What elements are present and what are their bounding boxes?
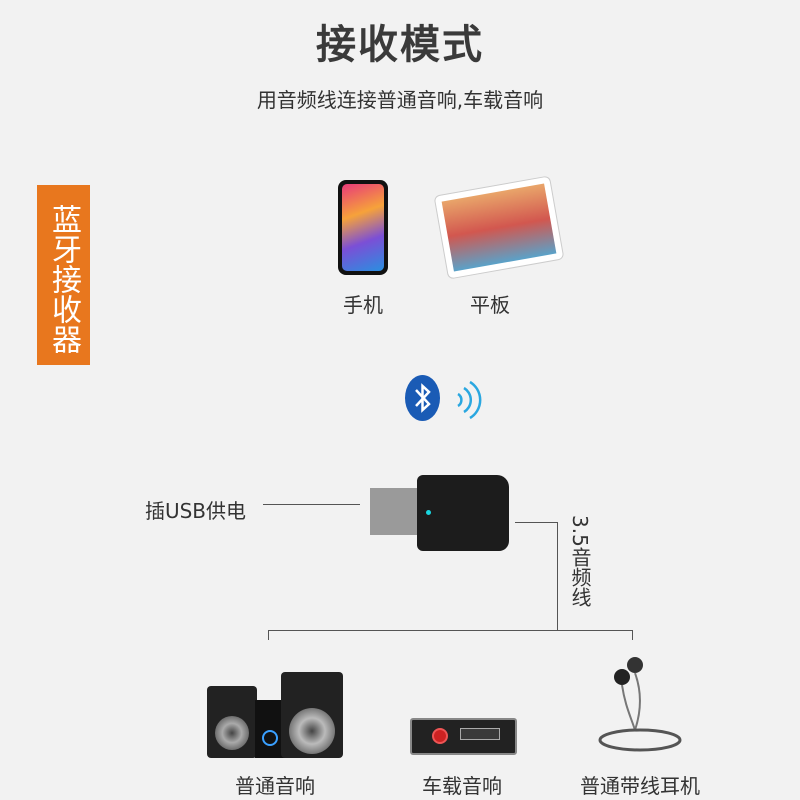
bluetooth-receiver-dongle	[417, 475, 509, 551]
cable-line	[515, 522, 557, 523]
side-badge: 蓝牙接收器	[37, 185, 90, 365]
bluetooth-icon	[405, 375, 440, 421]
usb-connector-line	[263, 504, 360, 505]
car-radio-icon	[410, 718, 517, 755]
subtitle: 用音频线连接普通音响,车载音响	[256, 88, 544, 112]
output-label-earphones: 普通带线耳机	[580, 774, 700, 798]
wired-earphones-icon	[598, 657, 682, 752]
source-label-tablet: 平板	[470, 293, 510, 317]
wireless-signal-icon	[457, 380, 482, 420]
output-label-stereo: 普通音响	[235, 774, 315, 798]
tablet-icon	[433, 175, 565, 280]
led-indicator	[426, 510, 431, 515]
stereo-speaker-icon	[205, 672, 345, 760]
smartphone-icon	[338, 180, 388, 275]
page-title: 接收模式	[316, 22, 484, 68]
branch-line	[268, 630, 633, 631]
usb-plug	[370, 488, 420, 535]
source-label-phone: 手机	[343, 293, 383, 317]
branch-line	[268, 630, 269, 640]
branch-line	[632, 630, 633, 640]
cable-line	[557, 522, 558, 630]
output-label-car: 车载音响	[422, 774, 502, 798]
usb-power-label: 插USB供电	[144, 499, 247, 523]
audio-cable-label: 3.5音频线	[568, 515, 592, 607]
